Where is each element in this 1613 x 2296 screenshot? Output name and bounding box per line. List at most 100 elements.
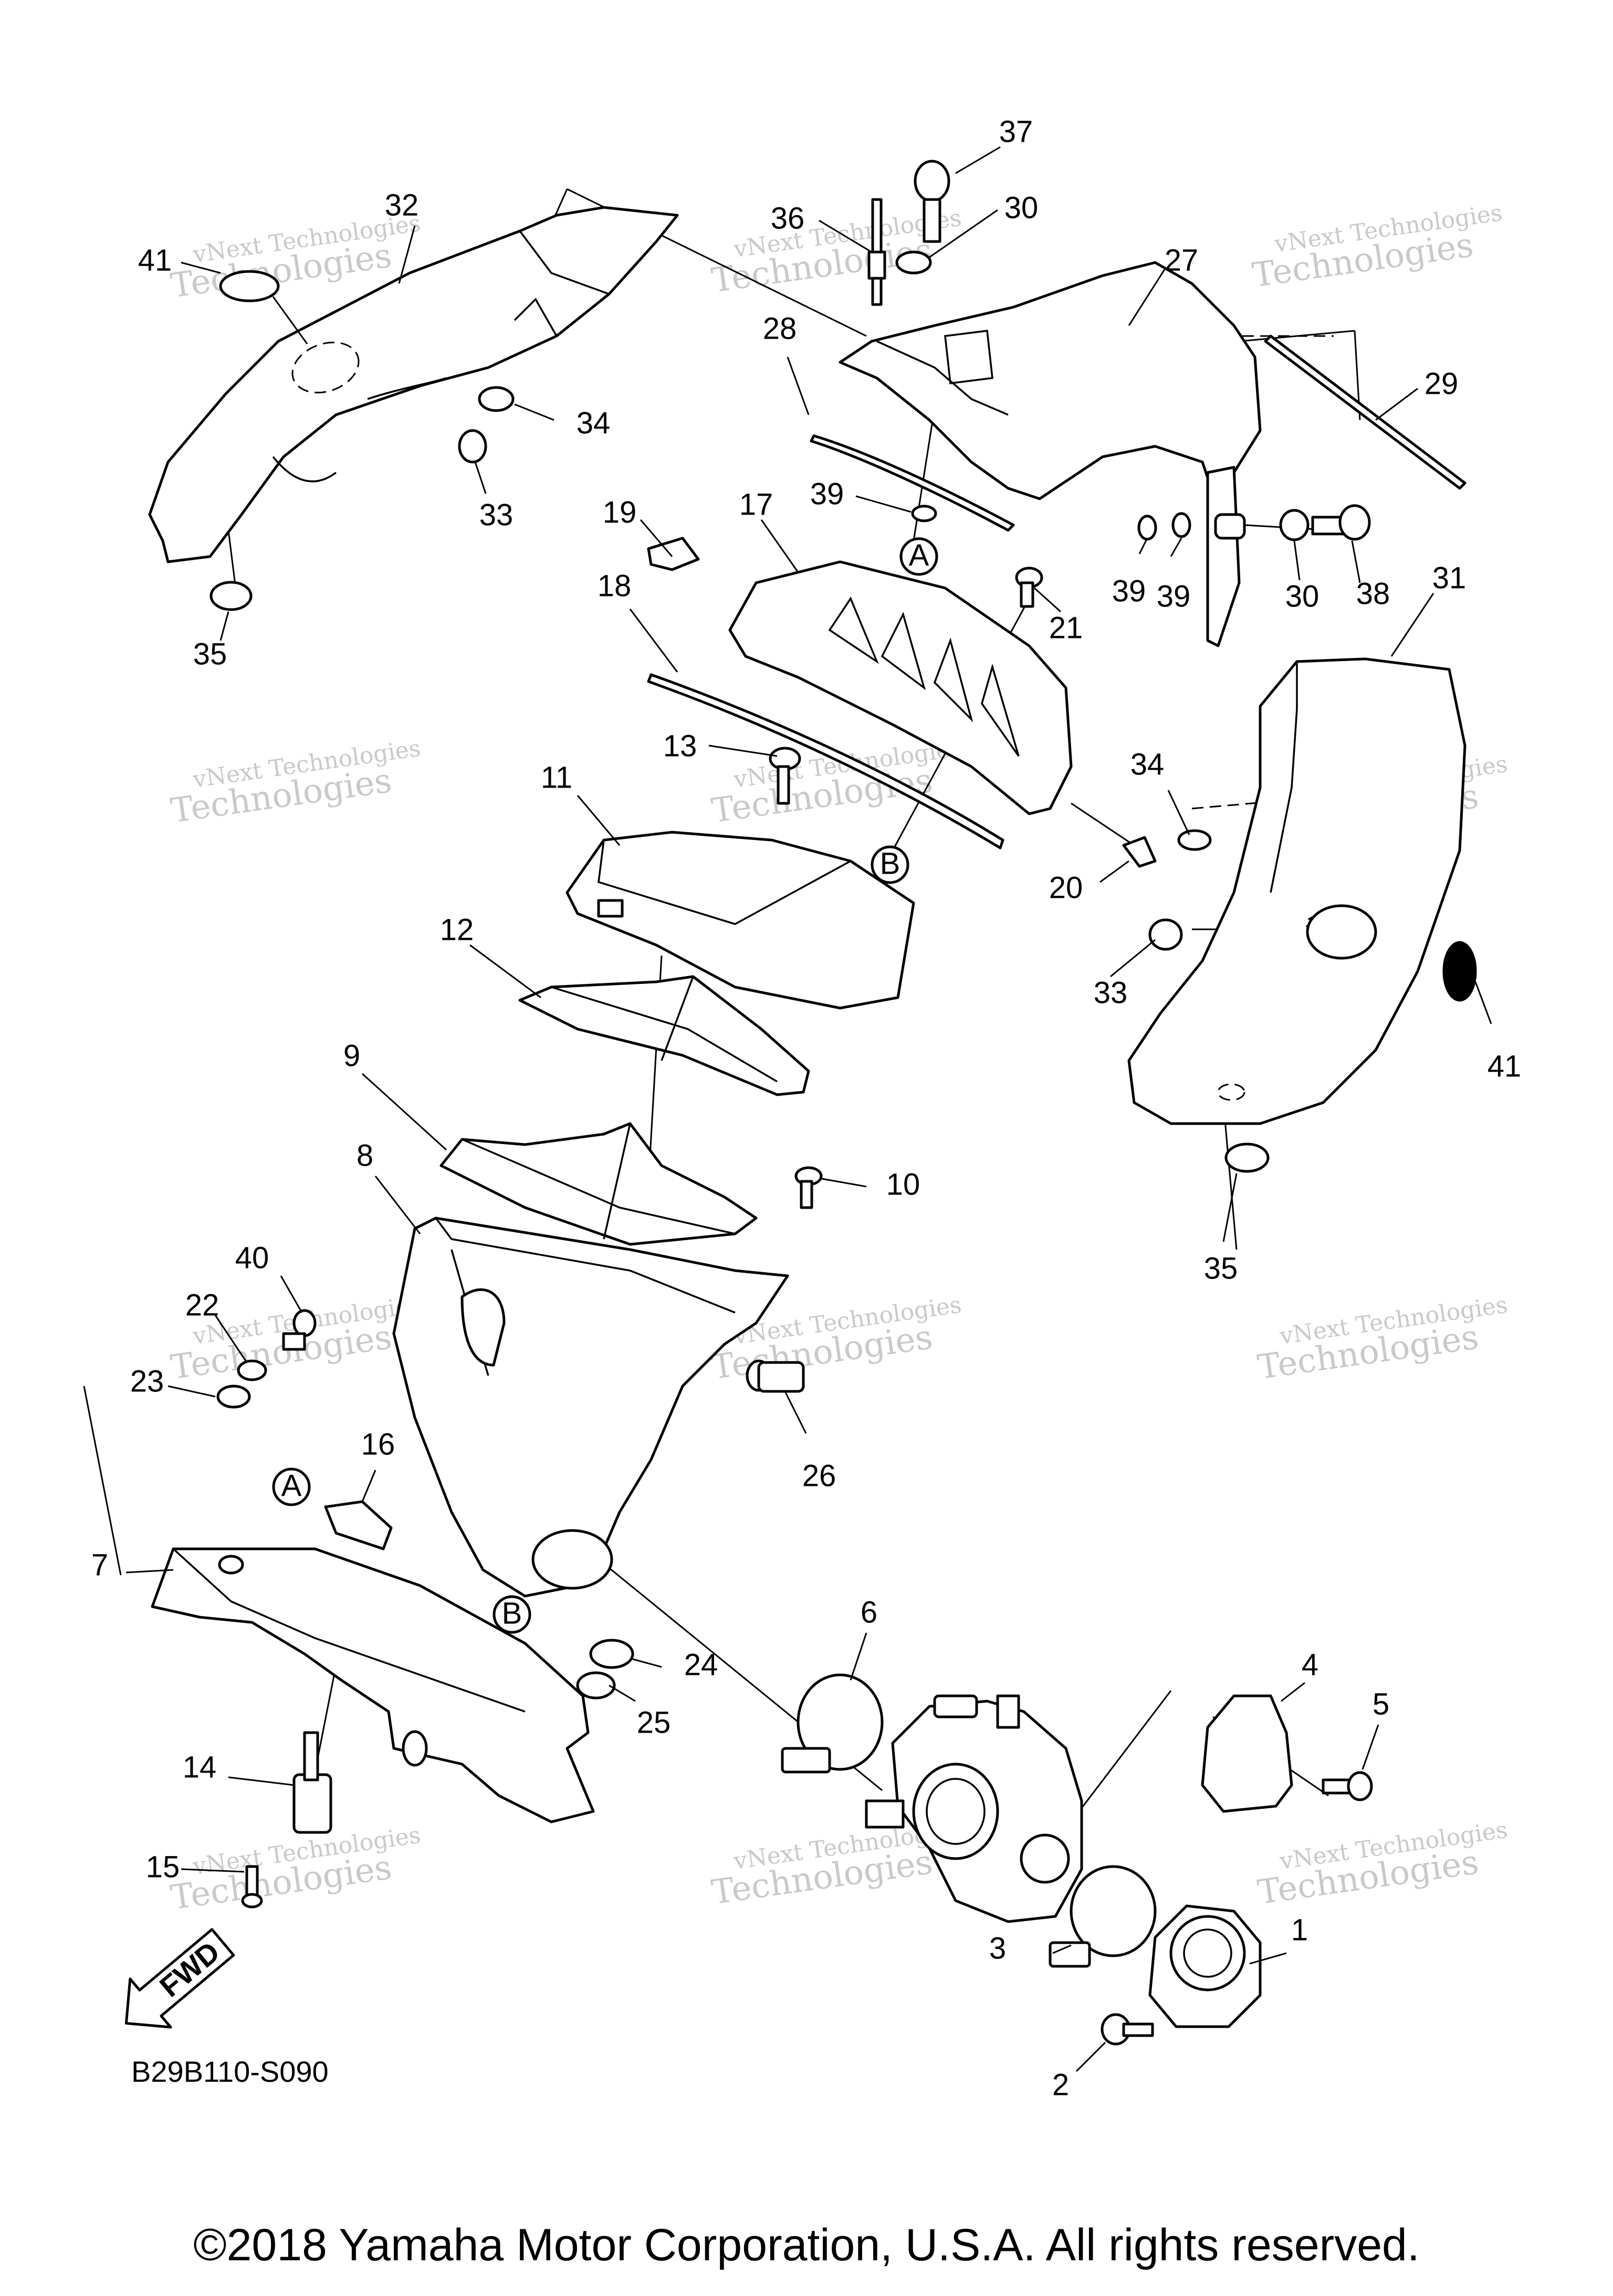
filter-frame <box>518 975 810 1096</box>
callout-29: 29 <box>1425 366 1459 401</box>
sensor-14 <box>292 1731 332 1834</box>
callout-9: 9 <box>343 1039 360 1073</box>
pin-20 <box>1122 836 1157 868</box>
callout-8: 8 <box>357 1138 373 1172</box>
clip-19 <box>647 537 700 571</box>
bolt-2 <box>1101 2013 1154 2046</box>
callout-15: 15 <box>146 1850 180 1884</box>
grommet-35-right <box>1224 1142 1270 1173</box>
callout-23: 23 <box>130 1364 164 1398</box>
top-cover-bracket <box>1206 466 1241 647</box>
callout-30: 30 <box>1285 579 1319 613</box>
watermark: vNext Technologies Technologies <box>1250 200 1504 296</box>
cover-4 <box>1201 1694 1293 1813</box>
callout-39: 39 <box>810 477 844 511</box>
callout-13: 13 <box>663 729 697 763</box>
emblem-right <box>1442 941 1477 1002</box>
callout-25: 25 <box>637 1705 671 1739</box>
joint-26 <box>746 1359 805 1393</box>
callout-3: 3 <box>989 1931 1006 1965</box>
grommet-30-top <box>895 250 932 275</box>
emblem-outline <box>1306 904 1377 960</box>
callout-39: 39 <box>1157 579 1191 613</box>
grommet-25 <box>576 1671 616 1700</box>
air-filter-case <box>392 1217 789 1598</box>
lower-bracket <box>151 1547 595 1823</box>
callout-24: 24 <box>684 1648 718 1682</box>
washer-39-left <box>1137 515 1157 541</box>
callout-27: 27 <box>1165 243 1199 277</box>
callout-20: 20 <box>1049 871 1083 905</box>
callout-30: 30 <box>1004 191 1039 225</box>
callout-36: 36 <box>771 201 805 235</box>
marker-label: B <box>502 1596 522 1630</box>
bolt-36 <box>867 198 886 306</box>
grommet-30-right <box>1279 509 1310 541</box>
callout-17: 17 <box>739 487 773 521</box>
callout-6: 6 <box>861 1595 877 1629</box>
callout-14: 14 <box>183 1750 217 1784</box>
screw-10 <box>794 1166 823 1209</box>
fastener-38 <box>1311 504 1371 541</box>
damper-33-left <box>458 429 487 464</box>
callout-39: 39 <box>1112 574 1146 608</box>
callout-21: 21 <box>1049 611 1083 645</box>
seal-strip-28 <box>810 434 1015 532</box>
callout-35: 35 <box>1204 1251 1238 1285</box>
grommet-34-right <box>1177 829 1212 851</box>
callout-34: 34 <box>1130 747 1165 781</box>
fwd-arrow: FWD <box>124 1928 235 2029</box>
grommet-35-left <box>210 581 253 611</box>
screw-15 <box>241 1865 263 1909</box>
marker-b-mid: B <box>871 845 909 884</box>
bolt-5 <box>1322 1771 1373 1801</box>
callout-38: 38 <box>1356 576 1390 611</box>
filter-element <box>439 1122 758 1246</box>
washer-39-right <box>1171 512 1191 538</box>
callout-11: 11 <box>541 760 572 794</box>
watermark: vNext Technologies Technologies <box>1255 1292 1510 1388</box>
fastener-37 <box>914 160 950 243</box>
screw-21 <box>1015 567 1043 608</box>
top-cover <box>839 261 1262 647</box>
callout-19: 19 <box>603 495 637 529</box>
callout-33: 33 <box>479 498 514 532</box>
callout-18: 18 <box>598 569 632 603</box>
marker-a-bottom: A <box>272 1467 311 1506</box>
emblem-left <box>219 270 280 302</box>
callout-12: 12 <box>440 913 474 947</box>
intake-duct <box>728 560 1073 815</box>
marker-label: A <box>281 1469 302 1503</box>
reference-code: B29B110-S090 <box>131 2055 329 2088</box>
callout-leaders <box>125 146 1492 2072</box>
washer-39-center <box>911 505 937 522</box>
fastener-13 <box>769 747 801 805</box>
callout-16: 16 <box>361 1427 395 1461</box>
side-cover-right <box>1127 657 1467 1125</box>
airbox-cap <box>565 831 915 1010</box>
callout-41: 41 <box>138 243 172 277</box>
spacer <box>1214 513 1246 540</box>
callout-1: 1 <box>1291 1913 1308 1947</box>
callout-10: 10 <box>886 1167 920 1201</box>
marker-b-bottom: B <box>493 1595 531 1634</box>
callout-4: 4 <box>1302 1648 1318 1682</box>
clip-16 <box>324 1500 393 1550</box>
copyright: ©2018 Yamaha Motor Corporation, U.S.A. A… <box>193 2220 1420 2270</box>
seal-strip-18 <box>647 673 1004 850</box>
marker-label: A <box>909 538 929 572</box>
grommet-34-left <box>478 386 515 412</box>
callout-7: 7 <box>91 1548 108 1582</box>
callout-31: 31 <box>1432 561 1467 595</box>
clamp-3 <box>1049 1865 1157 1968</box>
callout-37: 37 <box>999 114 1033 149</box>
callout-2: 2 <box>1052 2068 1069 2102</box>
callout-34: 34 <box>577 406 611 440</box>
clamp-6 <box>781 1673 884 1774</box>
marker-a-top: A <box>899 537 938 576</box>
grommet-23 <box>216 1385 251 1409</box>
callout-26: 26 <box>802 1459 836 1493</box>
throttle-body <box>865 1694 1083 1923</box>
side-cover-left <box>148 206 679 563</box>
